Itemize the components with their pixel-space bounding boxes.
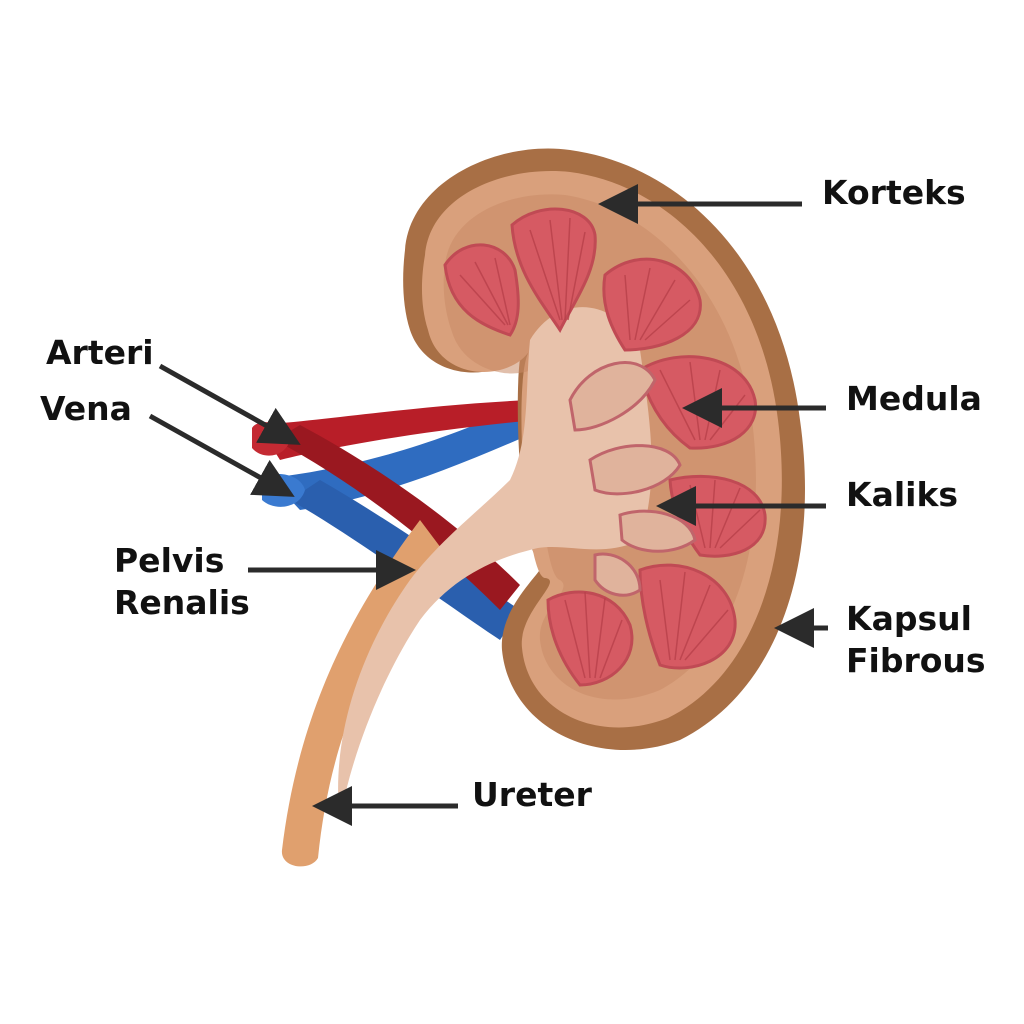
calyces <box>568 361 697 597</box>
renal-pelvis <box>338 307 652 821</box>
label-medula: Medula <box>846 379 982 418</box>
label-kapsul-fibrous: Kapsul Fibrous <box>846 598 986 682</box>
label-pelvis-renalis: Pelvis Renalis <box>114 540 250 624</box>
label-kapsul-line2: Fibrous <box>846 641 986 680</box>
label-kaliks: Kaliks <box>846 475 959 514</box>
label-pelvis-line1: Pelvis <box>114 541 225 580</box>
label-ureter: Ureter <box>472 775 592 814</box>
arrow-arteri <box>158 363 301 445</box>
label-pelvis-line2: Renalis <box>114 583 250 622</box>
label-vena: Vena <box>40 389 132 428</box>
leader-arrows <box>148 184 828 826</box>
label-kapsul-line1: Kapsul <box>846 599 972 638</box>
arrow-vena <box>148 413 295 497</box>
label-arteri: Arteri <box>46 333 154 372</box>
label-korteks: Korteks <box>822 173 966 212</box>
